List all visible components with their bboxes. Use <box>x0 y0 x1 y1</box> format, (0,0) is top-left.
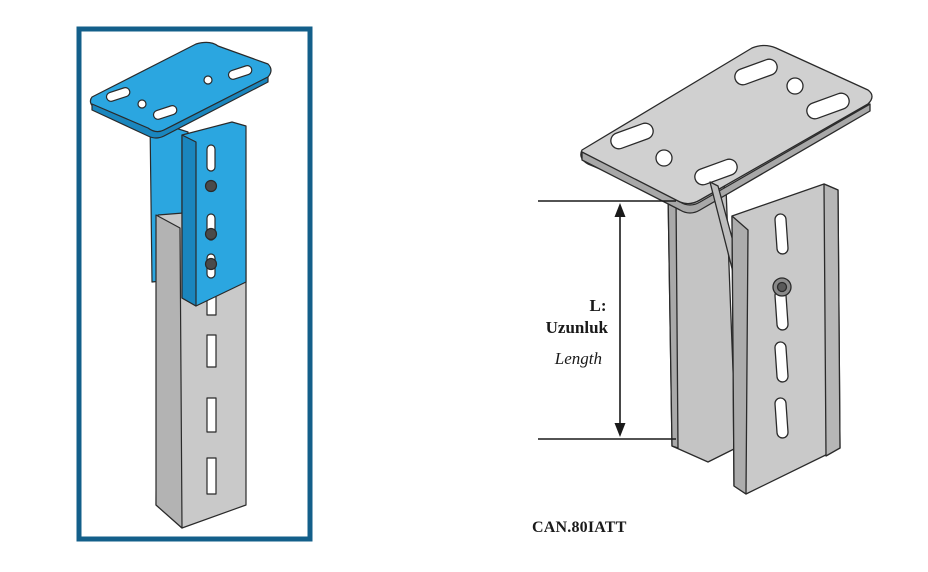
main-slot-hole <box>694 158 738 186</box>
inset-bolt-icon <box>204 227 218 241</box>
inset-round-hole <box>203 75 213 85</box>
inset-bolt-icon <box>204 179 218 193</box>
inset-channel-flange <box>155 214 183 529</box>
main-channel-flange <box>731 215 749 495</box>
dimension-label-english: Length <box>554 349 602 368</box>
main-channel-slot <box>774 341 789 383</box>
product-code: CAN.80IATT <box>532 519 627 536</box>
inset-slot-hole <box>105 87 131 102</box>
inset-bolt-icon <box>204 257 218 271</box>
inset-channel-slot <box>206 397 217 433</box>
main-slot-hole <box>806 92 850 120</box>
inset-channel-slot <box>206 334 217 368</box>
dimension-label-turkish: Uzunluk <box>545 318 608 337</box>
main-slot-hole <box>734 58 778 86</box>
main-channel-slot <box>774 213 789 255</box>
main-channel-lip <box>823 183 841 457</box>
main-bracket-icon <box>580 44 873 495</box>
arrow-up-head <box>614 203 626 217</box>
inset-blue-slot <box>206 144 216 172</box>
main-web-edge <box>667 189 679 449</box>
inset-plate-edge <box>91 76 269 139</box>
main-channel-slot <box>774 397 789 439</box>
inset-channel-slot <box>206 457 217 495</box>
main-round-hole <box>655 149 673 167</box>
inset-slot-hole <box>152 105 178 120</box>
main-round-hole <box>786 77 804 95</box>
inset-round-hole <box>137 99 147 109</box>
inset-panel <box>76 26 313 542</box>
inset-slot-hole <box>227 65 253 80</box>
inset-blue-flange <box>181 134 197 307</box>
length-dimension <box>538 200 676 440</box>
dimension-symbol: L: <box>589 296 607 315</box>
main-plate-edge <box>581 103 871 214</box>
inset-bracket-icon <box>89 41 272 529</box>
arrow-down-head <box>614 423 626 437</box>
main-slot-hole <box>610 122 654 150</box>
main-bolt-head <box>776 281 788 293</box>
